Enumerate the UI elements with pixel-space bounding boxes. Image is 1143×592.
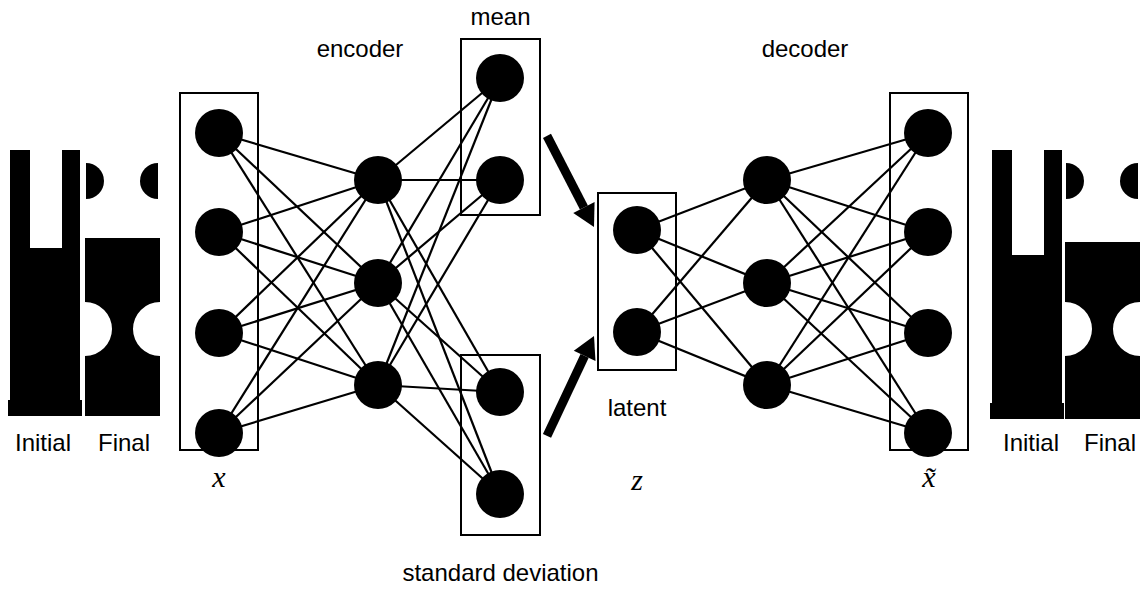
weight-link [219,283,378,433]
mean-label: mean [470,4,530,30]
thick-arrow [547,136,595,227]
image-caption: Initial [15,430,71,456]
arrow-shaft [547,136,584,208]
arrow-head [574,336,596,361]
shape-silhouette [85,238,160,416]
encoder-label: encoder [317,36,404,62]
output-symbol: x̃ [922,460,935,493]
shape-silhouette [1065,242,1140,419]
neuron [613,308,661,356]
weight-link [219,133,378,385]
half-disc [86,163,104,199]
neuron [743,156,791,204]
neuron [476,470,524,518]
neuron [476,368,524,416]
input-symbol: x [212,460,225,493]
arrow-head [573,202,594,227]
neuron [476,156,524,204]
left-initial-shape [8,150,82,416]
shape-silhouette [990,150,1064,419]
weight-link [767,283,928,433]
weight-link [767,180,928,333]
weight-link [767,385,928,433]
input-layer-box: x [179,92,259,451]
neuron [354,156,402,204]
weight-links [219,78,928,494]
neuron [904,109,952,157]
neuron [195,309,243,357]
weight-link [767,180,928,232]
weight-link [219,180,378,232]
neuron [354,259,402,307]
neuron [904,208,952,256]
neuron [743,361,791,409]
right-final-shape [1065,163,1140,419]
half-disc [140,163,158,199]
shape-silhouette [8,150,82,416]
decoder-label: decoder [762,36,849,62]
weight-link [219,180,378,433]
weight-link [637,180,767,332]
weight-link [219,385,378,433]
neuron [613,206,661,254]
output-layer-box: x̃ [889,92,969,451]
neuron [354,361,402,409]
weight-link [767,333,928,385]
weight-link [637,230,767,385]
left-final-shape [85,163,160,416]
image-caption: Final [98,430,150,456]
latent-box: latentz [597,192,677,371]
thick-arrow [547,336,595,436]
latent-symbol: z [631,463,643,496]
std-box: standard deviation [460,354,541,536]
image-caption: Final [1084,430,1136,456]
neuron [904,309,952,357]
weight-link [767,180,928,433]
half-disc [1066,163,1084,199]
neuron [743,259,791,307]
neuron [476,54,524,102]
latent-label: latent [608,395,667,421]
std-label: standard deviation [402,560,598,586]
neuron [195,109,243,157]
arrow-shaft [547,356,585,436]
neuron [195,208,243,256]
mean-box: mean [460,38,541,216]
weight-link [767,232,928,385]
right-initial-shape [990,150,1064,419]
half-disc [1120,163,1138,199]
weight-link [378,78,500,385]
weight-link [219,180,378,333]
image-caption: Initial [1003,430,1059,456]
weight-link [767,133,928,385]
neurons [195,54,952,518]
